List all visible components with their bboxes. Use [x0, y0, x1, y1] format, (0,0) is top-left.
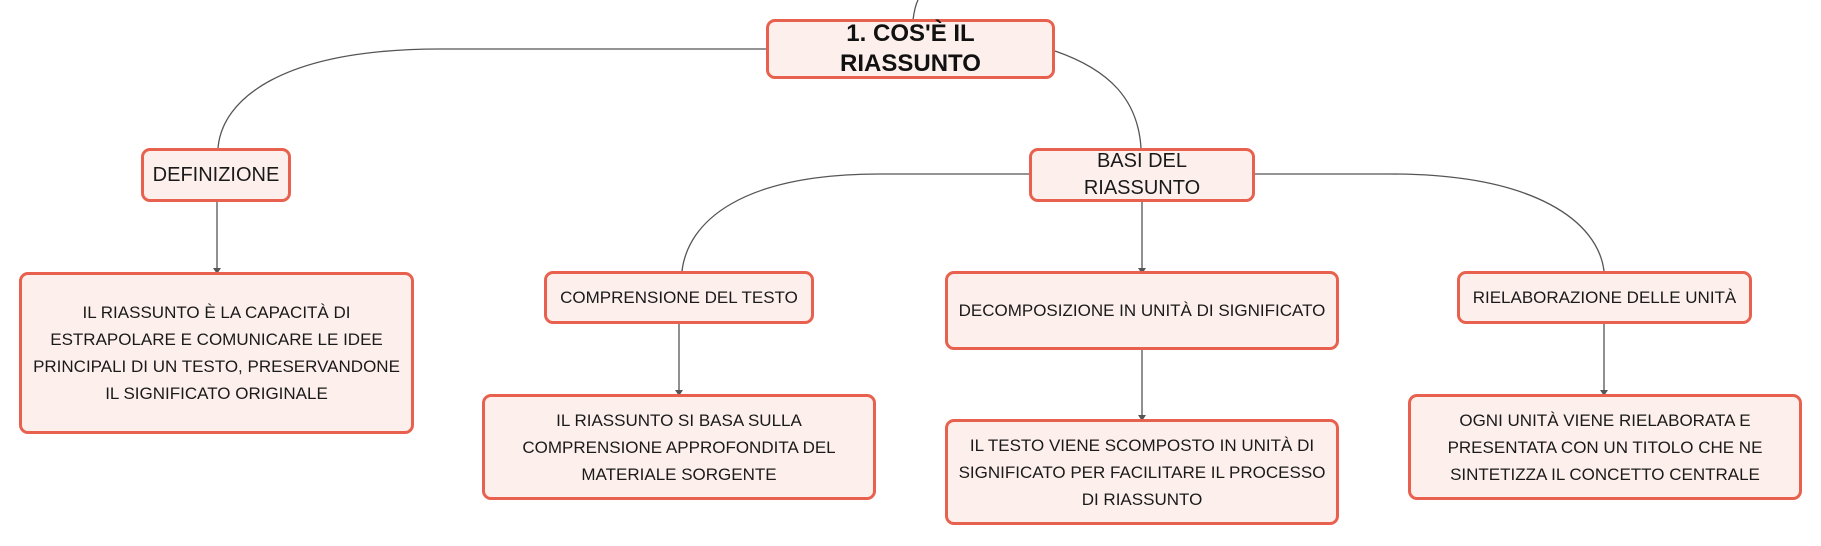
arrow-comprensione-text	[675, 390, 683, 396]
definizione-node[interactable]: DEFINIZIONE	[141, 148, 291, 202]
arrow-rielaborazione-text	[1600, 390, 1608, 396]
decomposizione-node[interactable]: DECOMPOSIZIONE IN UNITÀ DI SIGNIFICATO	[945, 271, 1339, 350]
root-node[interactable]: 1. COS'È IL RIASSUNTO	[766, 19, 1055, 79]
link-root-basi	[1054, 50, 1142, 149]
root-label: 1. COS'È IL RIASSUNTO	[840, 20, 981, 77]
definizione-text-node[interactable]: IL RIASSUNTO È LA CAPACITÀ DI ESTRAPOLAR…	[19, 272, 414, 434]
comprensione-text-node[interactable]: IL RIASSUNTO SI BASA SULLA COMPRENSIONE …	[482, 394, 876, 500]
rielaborazione-text-label: OGNI UNITÀ VIENE RIELABORATA E PRESENTAT…	[1447, 410, 1763, 484]
link-parent-root	[912, 0, 919, 21]
basi-node[interactable]: BASI DEL RIASSUNTO	[1029, 148, 1255, 202]
rielaborazione-label: RIELABORAZIONE DELLE UNITÀ	[1472, 288, 1737, 307]
comprensione-text-label: IL RIASSUNTO SI BASA SULLA COMPRENSIONE …	[522, 410, 836, 484]
basi-label: BASI DEL RIASSUNTO	[1083, 150, 1201, 199]
link-basi-comprensione	[681, 173, 1030, 272]
definizione-text-label: IL RIASSUNTO È LA CAPACITÀ DI ESTRAPOLAR…	[33, 303, 400, 403]
decomposizione-text-label: IL TESTO VIENE SCOMPOSTO IN UNITÀ DI SIG…	[958, 435, 1326, 509]
arrow-definizione-text	[213, 268, 221, 274]
comprensione-node[interactable]: COMPRENSIONE DEL TESTO	[544, 271, 814, 324]
definizione-label: DEFINIZIONE	[152, 163, 280, 186]
arrow-decomposizione-text	[1138, 415, 1146, 421]
rielaborazione-text-node[interactable]: OGNI UNITÀ VIENE RIELABORATA E PRESENTAT…	[1408, 394, 1802, 500]
comprensione-label: COMPRENSIONE DEL TESTO	[560, 288, 798, 307]
rielaborazione-node[interactable]: RIELABORAZIONE DELLE UNITÀ	[1457, 271, 1752, 324]
link-root-definizione	[217, 48, 768, 149]
link-basi-rielaborazione	[1255, 173, 1605, 272]
decomposizione-text-node[interactable]: IL TESTO VIENE SCOMPOSTO IN UNITÀ DI SIG…	[945, 419, 1339, 525]
decomposizione-label: DECOMPOSIZIONE IN UNITÀ DI SIGNIFICATO	[958, 301, 1326, 320]
